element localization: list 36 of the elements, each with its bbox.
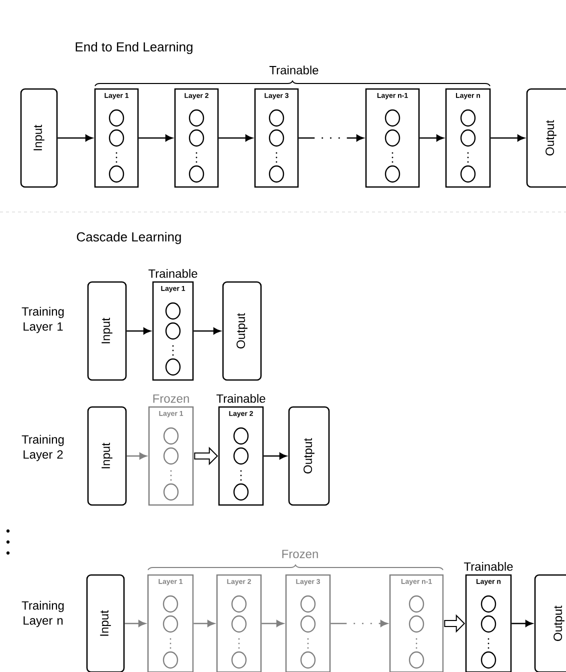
hollow-arrow (194, 446, 218, 466)
arrow (124, 620, 146, 627)
heading: Cascade Learning (76, 232, 181, 244)
arrow (264, 452, 287, 460)
layer-caption: Trainable (216, 394, 266, 403)
io-box: Input (20, 88, 58, 188)
io-box: Input (87, 406, 127, 506)
heading: Training Layer 2 (22, 434, 64, 462)
arrow (490, 134, 525, 142)
io-box: Output (222, 281, 262, 381)
io-box: Output (526, 88, 566, 188)
arrow (218, 134, 253, 142)
layer-caption: Trainable (464, 562, 513, 571)
heading: Training Layer 1 (22, 306, 64, 334)
arrow (512, 620, 533, 627)
arrow (126, 452, 147, 460)
heading: Frozen (282, 550, 318, 558)
arrow (126, 328, 151, 334)
heading: End to End Learning (76, 42, 192, 54)
io-box: Input (87, 281, 127, 381)
arrow (262, 620, 284, 627)
arrow (194, 620, 215, 627)
arrow (138, 134, 173, 142)
heading: Trainable (269, 66, 318, 74)
io-box: Output (288, 406, 330, 506)
io-box: Input (86, 574, 125, 672)
io-box: Output (534, 574, 566, 672)
layer-caption: Frozen (153, 394, 189, 403)
arrow (298, 134, 364, 142)
layer-caption: Trainable (148, 269, 198, 278)
hollow-arrow (444, 614, 466, 633)
arrow (330, 620, 388, 627)
arrow (58, 134, 93, 142)
arrow (194, 328, 221, 334)
arrow (420, 134, 444, 142)
heading: Training Layer n (22, 600, 64, 628)
